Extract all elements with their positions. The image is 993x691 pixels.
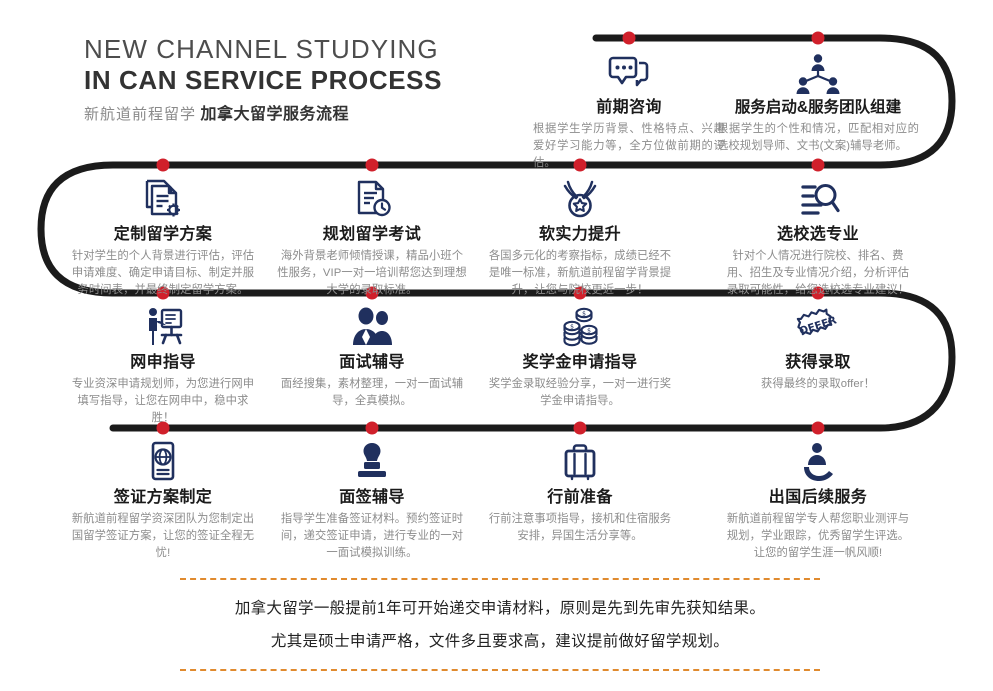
step-description: 奖学金录取经验分享，一对一进行奖学金申请指导。 <box>488 378 672 407</box>
step-card-visa-plan[interactable]: 签证方案制定 新航道前程留学资深团队为您制定出国留学签证方案，让您的签证全程无忧… <box>63 434 263 562</box>
step-card-offer-received[interactable]: OFFER 获得录取 获得最终的录取offer！ <box>718 299 918 393</box>
footer-line-2: 尤其是硕士申请严格，文件多且要求高，建议提前做好留学规划。 <box>270 633 730 650</box>
step-description: 针对个人情况进行院校、排名、费用、招生及专业情况介绍，分析评估录取可能性，给您选… <box>726 250 910 296</box>
step-card-visa-interview-coaching[interactable]: 面签辅导 指导学生准备签证材料。预约签证时间，递交签证申请，进行专业的一对一面试… <box>272 434 472 562</box>
step-description: 指导学生准备签证材料。预约签证时间，递交签证申请，进行专业的一对一面试模拟训练。 <box>280 513 464 559</box>
step-title: 获得录取 <box>785 354 851 371</box>
svg-text:$: $ <box>587 328 591 335</box>
stamp-icon <box>272 434 472 484</box>
step-title: 奖学金申请指导 <box>522 354 638 371</box>
step-description: 新航道前程留学专人帮您职业测评与规划，学业跟踪，优秀留学生评选。让您的留学生涯一… <box>726 513 910 559</box>
step-card-online-application-guide[interactable]: 网申指导 专业资深申请规划师，为您进行网申填写指导，让您在网申中，稳中求胜！ <box>63 299 263 427</box>
step-card-soft-skills-boost[interactable]: 软实力提升 各国多元化的考察指标，成绩已经不是唯一标准，新航道前程留学背景提升，… <box>480 171 680 299</box>
team-org-icon <box>713 44 923 94</box>
medal-star-icon <box>480 171 680 221</box>
step-title: 软实力提升 <box>538 226 621 243</box>
suitcase-icon <box>480 434 680 484</box>
step-title: 面试辅导 <box>339 354 405 371</box>
chat-bubbles-icon <box>529 44 729 94</box>
header-english-line1: NEW CHANNEL STUDYING <box>84 34 439 64</box>
step-title: 行前准备 <box>547 489 613 506</box>
header-brand-name: 新航道前程留学 <box>84 106 197 123</box>
step-title: 选校选专业 <box>776 226 859 243</box>
coins-stack-icon: $ $ $ <box>480 299 680 349</box>
step-card-pre-departure[interactable]: 行前准备 行前注意事项指导，接机和住宿服务安排，异国生活分享等。 <box>480 434 680 545</box>
step-title: 网申指导 <box>130 354 196 371</box>
step-title: 服务启动&服务团队组建 <box>734 99 902 116</box>
step-description: 新航道前程留学资深团队为您制定出国留学签证方案，让您的签证全程无忧! <box>71 513 255 559</box>
step-card-pre-consultation[interactable]: 前期咨询 根据学生学历背景、性格特点、兴趣爱好学习能力等，全方位做前期的评估。 <box>529 44 729 172</box>
step-card-scholarship-guide[interactable]: $ $ $ 奖学金申请指导 奖学金录取经验分享，一对一进行奖学金申请指导。 <box>480 299 680 410</box>
footer-text: 加拿大留学一般提前1年可开始递交申请材料，原则是先到先审先获知结果。 尤其是硕士… <box>180 580 820 669</box>
two-people-icon <box>272 299 472 349</box>
step-card-interview-coaching[interactable]: 面试辅导 面经搜集，素材整理，一对一面试辅导，全真模拟。 <box>272 299 472 410</box>
search-list-icon <box>718 171 918 221</box>
offer-stamp-icon: OFFER <box>718 299 918 349</box>
step-card-post-arrival-service[interactable]: 出国后续服务 新航道前程留学专人帮您职业测评与规划，学业跟踪，优秀留学生评选。让… <box>718 434 918 562</box>
step-description: 海外背景老师倾情授课，精品小班个性服务，VIP一对一培训帮您达到理想大学的录取标… <box>277 250 467 296</box>
footer-divider-bottom <box>180 669 820 671</box>
step-description: 获得最终的录取offer！ <box>760 378 876 390</box>
step-card-service-launch-team[interactable]: 服务启动&服务团队组建 根据学生的个性和情况，匹配相对应的选校规划导师、文书(文… <box>713 44 923 155</box>
header-service-name: 加拿大留学服务流程 <box>200 106 349 123</box>
step-card-custom-study-plan[interactable]: 定制留学方案 针对学生的个人背景进行评估，评估申请难度、确定申请目标、制定并服务… <box>63 171 263 299</box>
step-title: 出国后续服务 <box>768 489 868 506</box>
svg-text:$: $ <box>570 324 574 331</box>
document-clock-icon <box>272 171 472 221</box>
step-description: 根据学生的个性和情况，匹配相对应的选校规划导师、文书(文案)辅导老师。 <box>717 123 919 152</box>
header-chinese-subtitle: 新航道前程留学 加拿大留学服务流程 <box>84 105 442 125</box>
person-support-icon <box>718 434 918 484</box>
footer-note: 加拿大留学一般提前1年可开始递交申请材料，原则是先到先审先获知结果。 尤其是硕士… <box>180 578 820 671</box>
step-title: 规划留学考试 <box>322 226 422 243</box>
step-title: 前期咨询 <box>596 99 662 116</box>
step-description: 各国多元化的考察指标，成绩已经不是唯一标准，新航道前程留学背景提升，让您与院校更… <box>488 250 672 296</box>
page-header: NEW CHANNEL STUDYING IN CAN SERVICE PROC… <box>84 34 442 125</box>
step-description: 专业资深申请规划师，为您进行网申填写指导，让您在网申中，稳中求胜！ <box>71 378 255 424</box>
document-gear-icon <box>63 171 263 221</box>
step-description: 针对学生的个人背景进行评估，评估申请难度、确定申请目标、制定并服务时间表，并最终… <box>71 250 255 296</box>
step-card-school-major-selection[interactable]: 选校选专业 针对个人情况进行院校、排名、费用、招生及专业情况介绍，分析评估录取可… <box>718 171 918 299</box>
step-title: 定制留学方案 <box>113 226 213 243</box>
step-title: 签证方案制定 <box>113 489 213 506</box>
step-title: 面签辅导 <box>339 489 405 506</box>
svg-text:$: $ <box>582 311 586 318</box>
step-card-plan-study-exams[interactable]: 规划留学考试 海外背景老师倾情授课，精品小班个性服务，VIP一对一培训帮您达到理… <box>272 171 472 299</box>
header-english-line2: IN CAN SERVICE PROCESS <box>84 65 443 95</box>
footer-line-1: 加拿大留学一般提前1年可开始递交申请材料，原则是先到先审先获知结果。 <box>234 600 766 617</box>
step-description: 面经搜集，素材整理，一对一面试辅导，全真模拟。 <box>280 378 464 407</box>
step-description: 行前注意事项指导，接机和住宿服务安排，异国生活分享等。 <box>488 513 672 542</box>
svg-text:OFFER: OFFER <box>798 314 838 337</box>
passport-icon <box>63 434 263 484</box>
step-description: 根据学生学历背景、性格特点、兴趣爱好学习能力等，全方位做前期的评估。 <box>533 123 725 169</box>
presentation-person-icon <box>63 299 263 349</box>
footer-divider-top <box>180 578 820 580</box>
